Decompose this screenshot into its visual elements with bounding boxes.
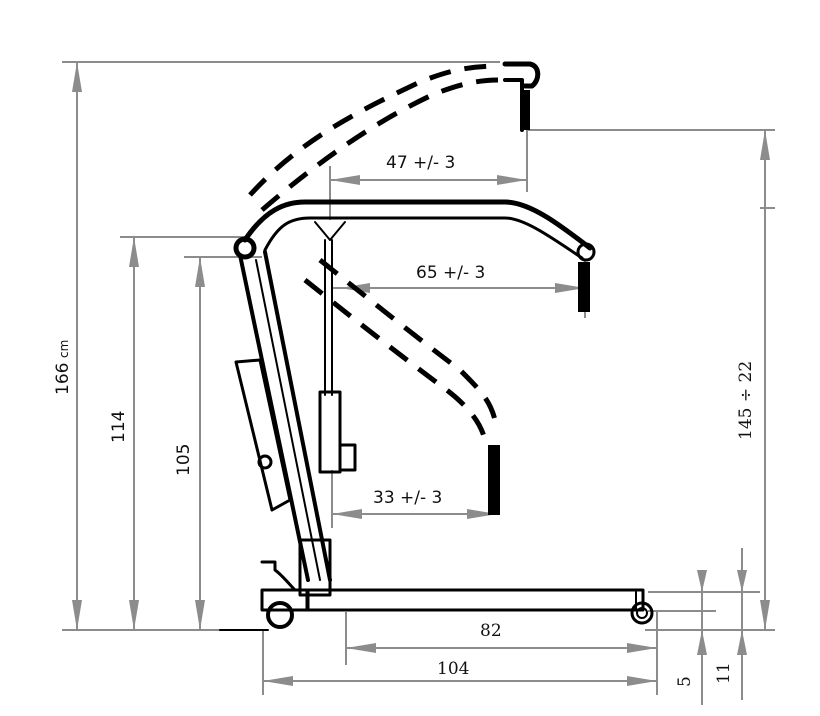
- label-leg-height: 11: [714, 662, 734, 684]
- label-mast-height-pivot: 114: [109, 411, 129, 443]
- boom: [242, 199, 596, 312]
- label-overall-height: 166: [53, 363, 73, 395]
- base-legs: [298, 538, 645, 612]
- label-reach-mid: 65 +/- 3: [416, 263, 485, 283]
- label-reach-low: 33 +/- 3: [373, 488, 442, 508]
- battery-box: [234, 358, 292, 512]
- label-leg-clearance: 5: [675, 676, 695, 687]
- mast: [233, 236, 332, 582]
- label-overall-height-unit: cm: [57, 340, 71, 358]
- actuator: [318, 239, 357, 474]
- rear-castor: [260, 560, 309, 629]
- label-lift-range: 145 ÷ 22: [736, 361, 756, 440]
- dimension-lines: [62, 61, 775, 705]
- boom-low-position: [303, 258, 500, 515]
- dimension-labels: 166 cm 114 105 47 +/- 3 65 +/- 3 33 +/- …: [53, 153, 756, 687]
- label-overall-length: 104: [437, 659, 469, 679]
- label-reach-high: 47 +/- 3: [386, 153, 455, 173]
- label-mast-height-low: 105: [174, 444, 194, 476]
- label-leg-length: 82: [480, 621, 502, 641]
- front-castor: [630, 601, 654, 625]
- boom-high-position: [248, 61, 541, 212]
- lift-drawing: [219, 61, 654, 631]
